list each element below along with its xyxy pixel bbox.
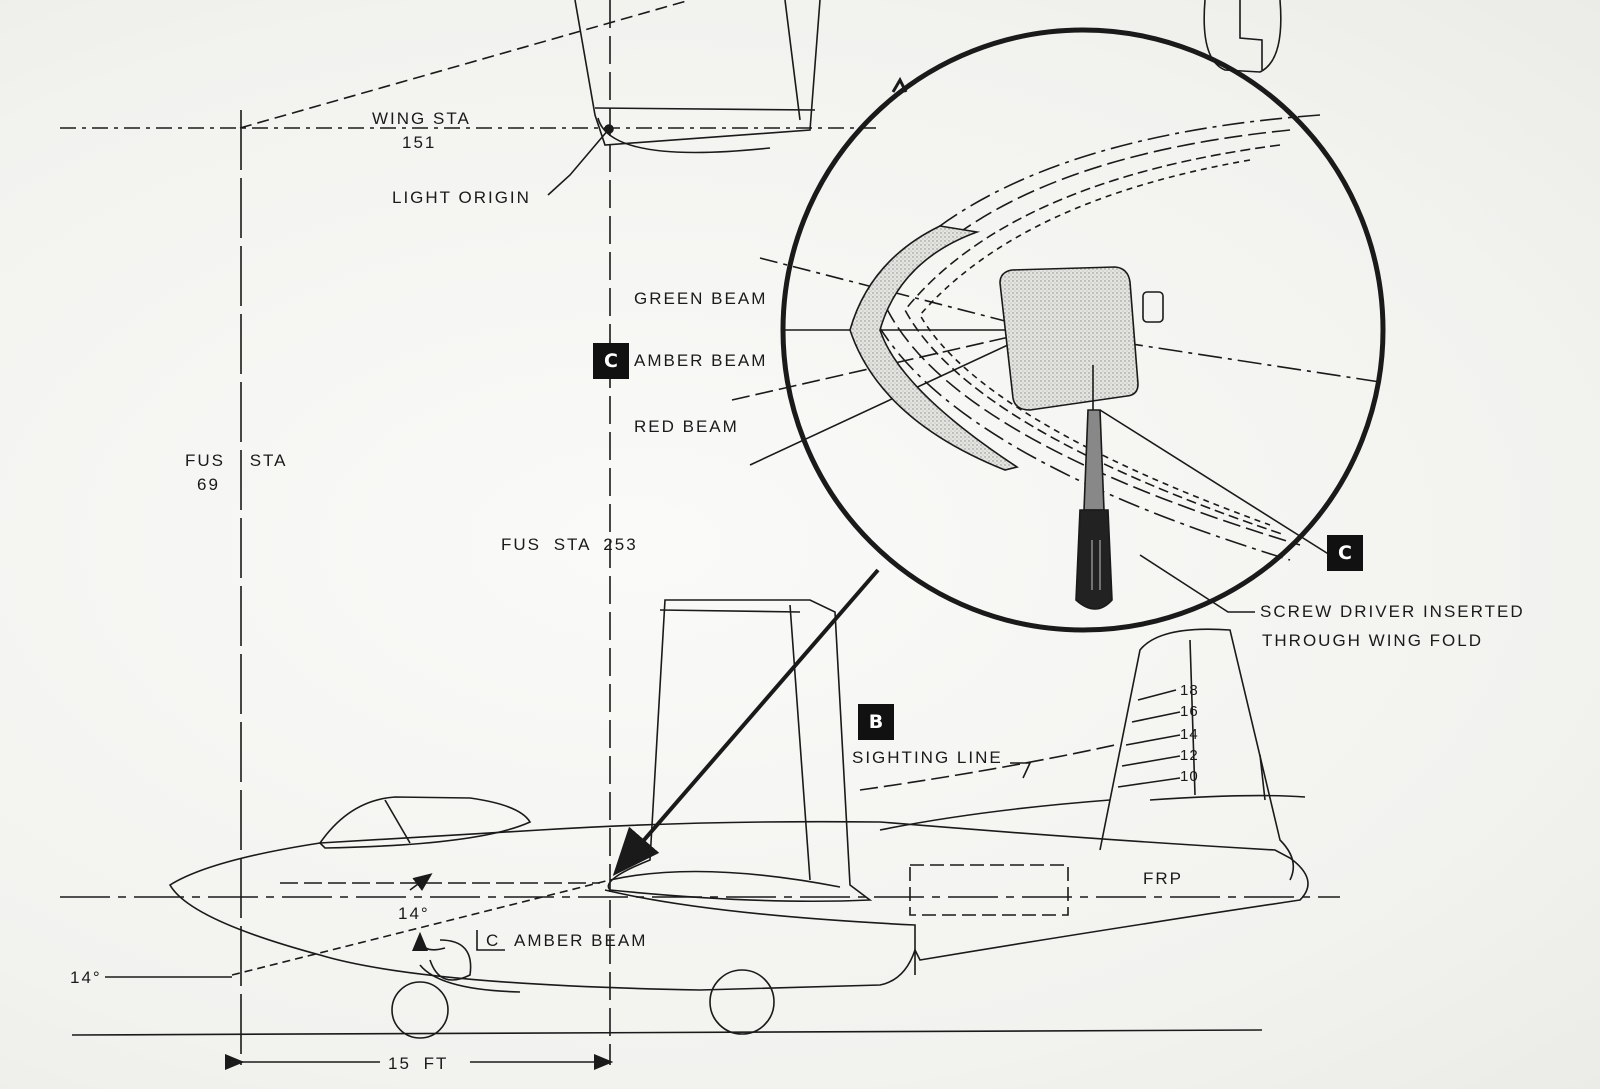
tail-scale-10: 10 <box>1180 768 1199 785</box>
red-beam-label: RED BEAM <box>634 417 739 436</box>
green-beam-line <box>759 257 1041 331</box>
angle-lower-label: 14° <box>70 968 102 987</box>
top-fin-fragment <box>1203 0 1282 73</box>
tail-scale-18: 18 <box>1180 682 1199 699</box>
frp-label: FRP <box>1143 869 1183 888</box>
light-origin-label: LIGHT ORIGIN <box>392 188 531 207</box>
small-slot <box>1142 291 1164 323</box>
tail-scale-12: 12 <box>1180 747 1199 764</box>
tail-scale-14: 14 <box>1180 726 1199 743</box>
amber-beam-label: AMBER BEAM <box>634 351 768 370</box>
airplane-side-view <box>60 599 1340 1039</box>
angle-upper-label: 14° <box>398 904 430 923</box>
light-unit <box>999 266 1139 411</box>
upper-wing-plan <box>574 0 821 154</box>
fus-sta-253-label: FUS STA 253 <box>501 535 638 554</box>
distance-label: 15 FT <box>388 1054 449 1073</box>
cl-amber-beam-label: AMBER BEAM <box>514 931 648 950</box>
screw-driver-label-line1: SCREW DRIVER INSERTED <box>1260 602 1525 621</box>
callout-badge-b: B <box>858 704 894 740</box>
centerline-symbol: C <box>486 931 501 950</box>
callout-badge-c-right: C <box>1327 535 1363 571</box>
wing-sta-value: 151 <box>402 133 437 152</box>
green-beam-label: GREEN BEAM <box>634 289 768 308</box>
callout-badge-c-left: C <box>593 343 629 379</box>
detail-magnifier-circle <box>780 27 1386 633</box>
screwdriver <box>1075 365 1113 610</box>
fus-sta-69-value: 69 <box>197 475 220 494</box>
wing-sta-title: WING STA <box>372 109 471 128</box>
wing-slot-shading <box>849 225 1019 471</box>
sighting-line-label: SIGHTING LINE <box>852 748 1003 767</box>
screw-driver-label-line2: THROUGH WING FOLD <box>1262 631 1483 650</box>
tail-scale-16: 16 <box>1180 703 1199 720</box>
fus-sta-69-title: FUS STA <box>185 451 288 470</box>
